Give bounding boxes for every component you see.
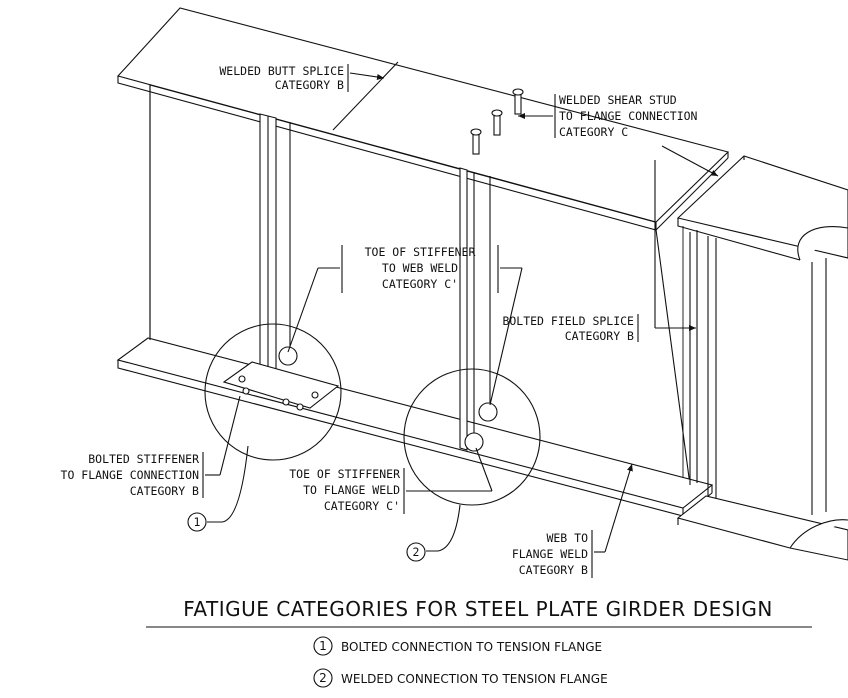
callout-badge-2 (406, 542, 426, 562)
label-toe-flange-line1: TOE OF STIFFENER (289, 467, 400, 481)
label-field-splice-line2: CATEGORY B (565, 329, 634, 343)
butt-splice-weld (332, 61, 399, 131)
legend-number-2: 2 (319, 671, 327, 685)
label-toe-web-line1: TOE OF STIFFENER (365, 245, 476, 259)
label-shear-stud-line3: CATEGORY C (559, 125, 628, 139)
weld-toe-marker (278, 346, 298, 366)
label-web-flange-line3: CATEGORY B (519, 563, 588, 577)
legend-badge-2 (313, 668, 333, 688)
legend-text-1: BOLTED CONNECTION TO TENSION FLANGE (341, 640, 602, 654)
angle-plate (222, 361, 340, 409)
callout-number-2: 2 (413, 545, 420, 559)
callout-number-1: 1 (194, 515, 201, 529)
label-toe-flange-line3: CATEGORY C' (324, 499, 400, 513)
stiffener-bolted (222, 113, 340, 411)
label-bolted-stiffener-line2: TO FLANGE CONNECTION (61, 468, 200, 482)
bolt (296, 403, 304, 411)
label-bolted-stiffener-line3: CATEGORY B (130, 484, 199, 498)
bolt (238, 375, 246, 383)
label-toe-web-line2: TO WEB WELD (382, 261, 458, 275)
label-bolted-stiffener-line1: BOLTED STIFFENER (88, 452, 199, 466)
shear-studs (470, 88, 524, 155)
bolt (282, 398, 290, 406)
callout-circle-1 (204, 323, 342, 461)
label-toe-web-line3: CATEGORY C' (382, 277, 458, 291)
label-butt-splice-line2: CATEGORY B (275, 78, 344, 92)
label-shear-stud-line2: TO FLANGE CONNECTION (559, 109, 698, 123)
legend-text-2: WELDED CONNECTION TO TENSION FLANGE (341, 672, 608, 686)
callout-badge-1 (187, 512, 207, 532)
label-web-flange-line2: FLANGE WELD (512, 547, 588, 561)
legend-number-1: 1 (319, 639, 327, 653)
diagram-title: FATIGUE CATEGORIES FOR STEEL PLATE GIRDE… (183, 597, 773, 621)
label-toe-flange-line2: TO FLANGE WELD (303, 483, 400, 497)
stiffener-welded (459, 167, 491, 451)
weld-toe-marker (478, 402, 498, 422)
label-shear-stud-line1: WELDED SHEAR STUD (559, 93, 677, 107)
label-field-splice-line1: BOLTED FIELD SPLICE (502, 314, 634, 328)
bolt (311, 391, 319, 399)
legend-badge-1 (313, 636, 333, 656)
right-girder (676, 155, 848, 561)
callout-circle-2 (403, 368, 541, 506)
label-web-flange-line1: WEB TO (546, 531, 588, 545)
weld-toe-marker (464, 432, 484, 452)
label-butt-splice-line1: WELDED BUTT SPLICE (219, 64, 344, 78)
bolt (242, 387, 250, 395)
leader-lines (202, 64, 719, 578)
